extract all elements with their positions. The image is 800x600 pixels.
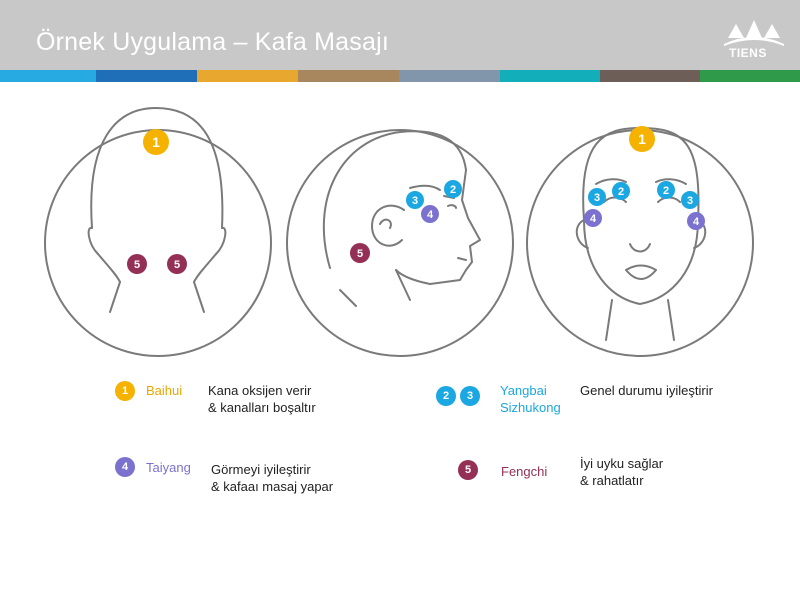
side-head-figure xyxy=(286,129,514,357)
point-1-front: 1 xyxy=(629,126,655,152)
slide-header: Örnek Uygulama – Kafa Masajı TIENS xyxy=(0,0,800,70)
point-label: 2 xyxy=(450,184,456,196)
stripe-segment xyxy=(399,70,500,82)
point-3-side: 3 xyxy=(406,191,424,209)
stripe-segment xyxy=(0,70,96,82)
point-2-front-left: 2 xyxy=(612,182,630,200)
legend-badge-3: 3 xyxy=(460,386,480,406)
point-5-back-left: 5 xyxy=(127,254,147,274)
legend-badge-5: 5 xyxy=(458,460,478,480)
legend-name-sizhukong: Sizhukong xyxy=(500,400,561,415)
point-label: 3 xyxy=(412,195,418,207)
legend-desc-line: & kanalları boşaltır xyxy=(208,400,316,415)
legend-name-baihui: Baihui xyxy=(146,383,183,398)
legend-desc-line: Görmeyi iyileştirir xyxy=(211,462,311,477)
legend-name-taiyang: Taiyang xyxy=(146,460,191,475)
legend-name-yangbai: Yangbai xyxy=(500,383,547,398)
stripe-segment xyxy=(700,70,800,82)
point-5-back-right: 5 xyxy=(167,254,187,274)
logo-text: TIENS xyxy=(729,46,767,60)
point-4-side: 4 xyxy=(421,205,439,223)
color-stripe xyxy=(0,70,800,82)
point-5-side: 5 xyxy=(350,243,370,263)
point-3-front-right: 3 xyxy=(681,191,699,209)
stripe-segment xyxy=(298,70,399,82)
legend-desc-line: & kafaaı masaj yapar xyxy=(211,479,334,494)
legend-desc-line: Genel durumu iyileştirir xyxy=(580,383,713,398)
stripe-segment xyxy=(500,70,600,82)
front-head-figure xyxy=(526,127,754,357)
point-label: 5 xyxy=(174,259,180,271)
head-diagrams: 1 5 5 3 2 4 5 1 xyxy=(44,107,754,357)
point-2-side: 2 xyxy=(444,180,462,198)
point-label: 5 xyxy=(134,259,140,271)
point-label: 1 xyxy=(638,131,646,147)
legend-desc-line: & rahatlatır xyxy=(580,473,644,488)
stripe-segment xyxy=(96,70,197,82)
stripe-segment xyxy=(600,70,700,82)
point-3-front-left: 3 xyxy=(588,188,606,206)
point-label: 2 xyxy=(663,185,669,197)
legend-badge-2: 2 xyxy=(436,386,456,406)
legend-badge-1: 1 xyxy=(115,381,135,401)
point-label: 4 xyxy=(693,216,700,228)
tiens-logo-icon xyxy=(724,20,784,46)
point-label: 4 xyxy=(427,209,434,221)
legend-desc-line: Kana oksijen verir xyxy=(208,383,312,398)
legend-badge-4: 4 xyxy=(115,457,135,477)
point-1-back: 1 xyxy=(143,129,169,155)
stripe-segment xyxy=(197,70,298,82)
point-2-front-right: 2 xyxy=(657,181,675,199)
legend-desc-line: İyi uyku sağlar xyxy=(580,456,664,471)
legend-name-fengchi: Fengchi xyxy=(501,464,548,479)
point-label: 1 xyxy=(152,134,160,150)
point-label: 4 xyxy=(590,213,597,225)
page-title: Örnek Uygulama – Kafa Masajı xyxy=(36,28,389,56)
point-label: 3 xyxy=(594,192,600,204)
point-label: 5 xyxy=(357,248,363,260)
point-label: 3 xyxy=(687,195,693,207)
point-4-front-right: 4 xyxy=(687,212,705,230)
point-label: 2 xyxy=(618,186,624,198)
point-4-front-left: 4 xyxy=(584,209,602,227)
